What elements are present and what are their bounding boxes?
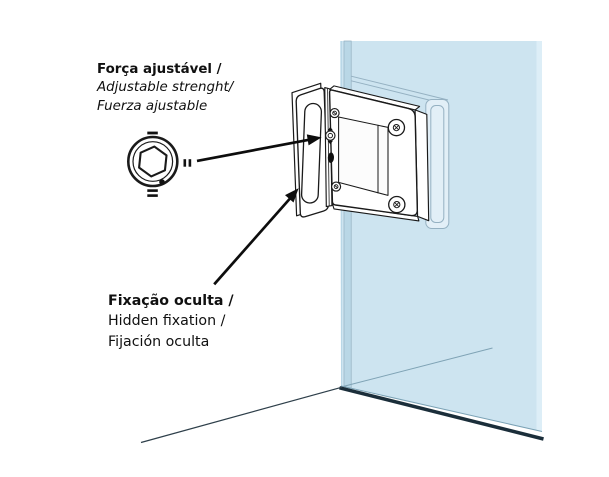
floor-line-through-glass — [342, 347, 493, 387]
adjustment-screw — [325, 126, 336, 145]
label-adjustable-strength-en: Adjustable strenght/ — [97, 80, 234, 96]
label-adjustable-strength-pt: Força ajustável / — [97, 62, 222, 77]
hex-socket-icon — [127, 131, 192, 197]
icon-tick-mid-1 — [183, 159, 187, 167]
screw-small-top — [329, 108, 340, 119]
arrow-to-adjustment-screw — [196, 134, 322, 163]
glass-right-highlight — [536, 41, 542, 432]
arrow-to-hidden-fixation — [213, 188, 299, 286]
screw-big-top-right — [387, 118, 406, 137]
label-adjustable-strength-es: Fuerza ajustable — [97, 98, 208, 114]
label-hidden-fixation-es: Fijación oculta — [108, 333, 210, 350]
floor-line — [140, 386, 343, 444]
oblong-hole — [327, 152, 335, 163]
screw-big-bottom-right — [388, 195, 406, 214]
icon-tick-minus — [147, 131, 158, 135]
icon-tick-plus-1 — [147, 189, 158, 192]
hidden-fixation-slot — [300, 102, 323, 204]
label-hidden-fixation-en: Hidden fixation / — [108, 313, 226, 330]
arrowhead — [306, 134, 322, 146]
back-plate-top-line-2 — [351, 80, 444, 105]
icon-tick-mid-2 — [188, 159, 192, 167]
arrowhead — [285, 188, 299, 203]
wall-bracket — [291, 82, 329, 218]
back-plate-outer — [425, 99, 450, 229]
icon-indicator-dot — [159, 179, 165, 185]
icon-hex-socket — [138, 145, 168, 178]
glass-bottom-edge — [339, 386, 544, 441]
icon-inner-ring — [132, 141, 174, 182]
back-plate-top-line-1 — [351, 75, 449, 101]
label-hidden-fixation-pt: Fixação oculta / — [108, 293, 234, 309]
hinge-leaf — [325, 85, 430, 222]
glass-bottom-thin-line — [340, 385, 543, 432]
back-plate-inner — [430, 105, 445, 223]
icon-tick-plus-2 — [147, 194, 158, 197]
screw-small-bottom — [331, 181, 342, 192]
label-adjustable-strength: Força ajustável / Adjustable strenght/ F… — [97, 61, 233, 116]
label-hidden-fixation: Fixação oculta / Hidden fixation / Fijac… — [108, 291, 234, 352]
leaf-inner-panel — [338, 116, 389, 196]
knuckle-pin-seam — [327, 87, 330, 207]
